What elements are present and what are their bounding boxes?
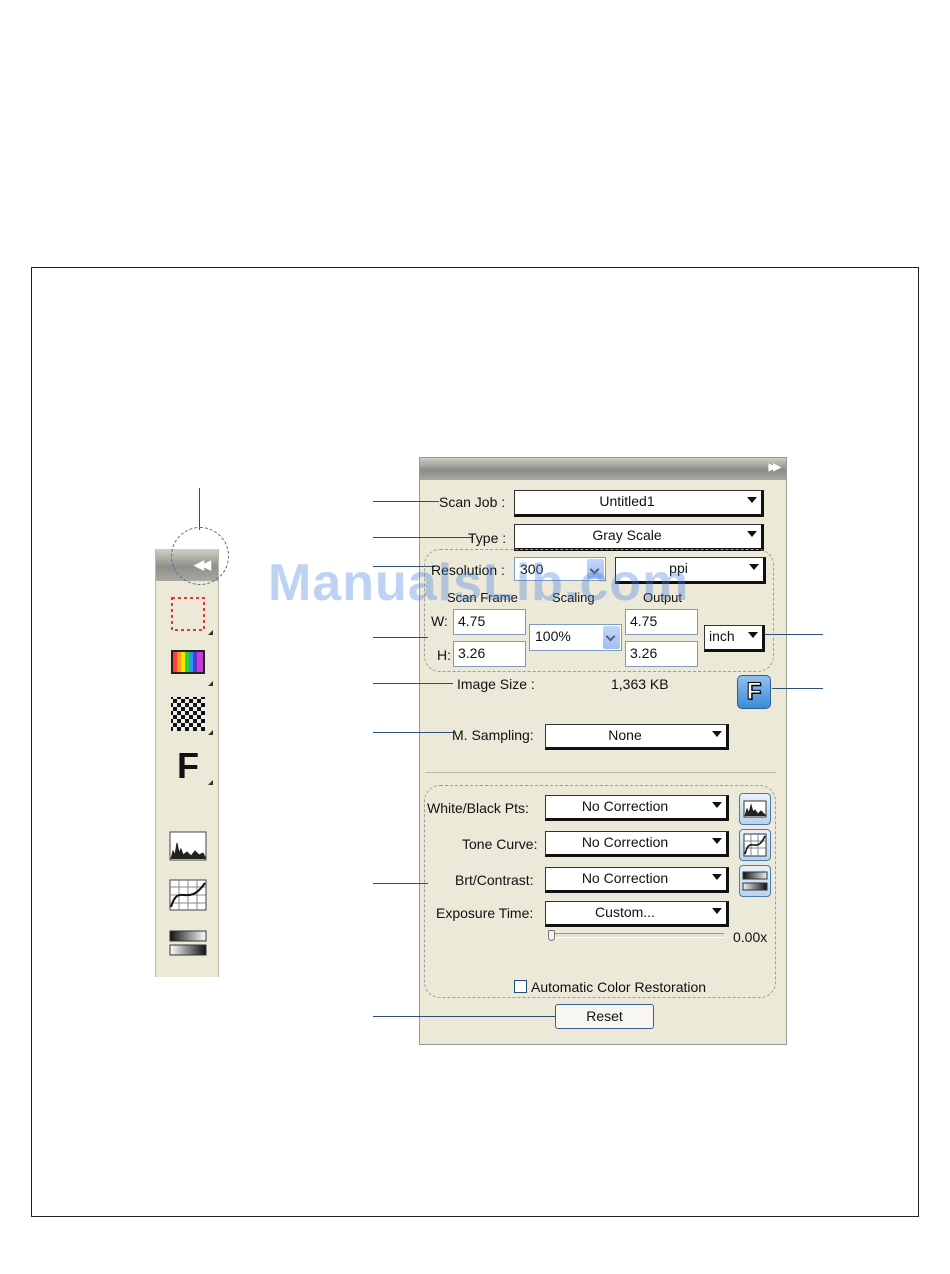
- f-button[interactable]: F: [737, 675, 771, 709]
- unit-value: inch: [709, 628, 735, 644]
- callout-line-unit: [755, 634, 823, 635]
- marquee-icon[interactable]: [169, 595, 213, 635]
- brt-contrast-value: No Correction: [581, 870, 669, 886]
- type-label: Type :: [468, 530, 507, 546]
- callout-circle: [171, 527, 229, 585]
- brt-contrast-button[interactable]: [739, 865, 771, 897]
- exposure-slider-thumb[interactable]: [548, 930, 555, 941]
- chevron-down-icon: [712, 874, 722, 880]
- color-bars-icon[interactable]: [169, 646, 213, 686]
- frame-height-field[interactable]: 3.26: [453, 641, 526, 667]
- unit-dropdown[interactable]: inch: [704, 625, 765, 652]
- chevron-down-icon[interactable]: [603, 626, 620, 649]
- callout-line-frame: [373, 637, 428, 638]
- f-icon[interactable]: F: [169, 745, 213, 786]
- scaling-combo[interactable]: 100%: [529, 624, 622, 651]
- tone-curve-dropdown[interactable]: No Correction: [545, 831, 729, 857]
- white-black-label: White/Black Pts:: [427, 800, 529, 816]
- checker-icon[interactable]: [169, 695, 213, 735]
- scaling-value: 100%: [535, 628, 571, 644]
- callout-line-reset: [373, 1016, 558, 1017]
- figure-frame: [31, 267, 919, 1217]
- chevron-down-icon: [747, 531, 757, 537]
- histogram-icon: [743, 800, 767, 818]
- image-size-value: 1,363 KB: [611, 676, 669, 692]
- panel-options-icon[interactable]: ▶▶: [768, 462, 782, 473]
- tone-curve-icon[interactable]: [169, 879, 207, 917]
- tone-curve-value: No Correction: [581, 834, 669, 850]
- image-size-label: Image Size :: [457, 676, 535, 692]
- callout-line-type: [373, 537, 473, 538]
- auto-color-checkbox[interactable]: [514, 980, 527, 993]
- callout-line-m-sampling: [373, 732, 453, 733]
- callout-line-corrections: [373, 883, 428, 884]
- height-label: H:: [437, 647, 451, 663]
- reset-button[interactable]: Reset: [555, 1004, 654, 1029]
- scaling-label: Scaling: [552, 590, 595, 605]
- histogram-icon[interactable]: [169, 831, 207, 869]
- callout-line-image-size: [373, 683, 453, 684]
- chevron-down-icon: [712, 908, 722, 914]
- chevron-down-icon: [748, 632, 758, 638]
- exposure-dropdown[interactable]: Custom...: [545, 901, 729, 927]
- scan-job-value: Untitled1: [599, 493, 655, 509]
- chevron-down-icon[interactable]: [587, 559, 604, 579]
- resolution-size-group: [424, 549, 774, 672]
- collapsed-toolbar: ◀◀ F: [155, 549, 219, 977]
- callout-line-scan-job: [373, 501, 439, 502]
- callout-line-toolbar-collapse: [199, 488, 200, 530]
- chevron-down-icon: [712, 802, 722, 808]
- output-width-field[interactable]: 4.75: [625, 609, 698, 635]
- width-label: W:: [431, 613, 448, 629]
- panel-title-bar: ▶▶: [420, 458, 786, 480]
- exposure-slider-track[interactable]: [549, 933, 724, 938]
- output-label: Output: [643, 590, 683, 605]
- tone-curve-icon: [743, 833, 767, 857]
- brightness-contrast-icon: [742, 871, 768, 891]
- type-dropdown[interactable]: Gray Scale: [514, 524, 764, 551]
- chevron-down-icon: [747, 497, 757, 503]
- brightness-contrast-icon[interactable]: [169, 930, 207, 968]
- chevron-down-icon: [712, 838, 722, 844]
- exposure-label: Exposure Time:: [436, 905, 534, 921]
- scan-job-label: Scan Job :: [439, 494, 506, 510]
- exposure-readout: 0.00x: [733, 929, 768, 945]
- scan-settings-panel: ▶▶: [419, 457, 787, 1045]
- scan-job-dropdown[interactable]: Untitled1: [514, 490, 764, 517]
- resolution-unit-dropdown[interactable]: ppi: [615, 557, 766, 584]
- auto-color-label: Automatic Color Restoration: [531, 979, 707, 995]
- resolution-value: 300: [520, 561, 544, 577]
- tone-curve-button[interactable]: [739, 829, 771, 861]
- corrections-group: [424, 785, 776, 998]
- tone-curve-label: Tone Curve:: [462, 836, 538, 852]
- resolution-combo[interactable]: 300: [514, 557, 606, 581]
- brt-contrast-label: Brt/Contrast:: [455, 872, 534, 888]
- resolution-label: Resolution :: [431, 562, 505, 578]
- f-icon-glyph: F: [177, 745, 199, 786]
- chevron-down-icon: [712, 731, 722, 737]
- callout-line-f-button: [772, 688, 823, 689]
- resolution-unit-value: ppi: [669, 560, 688, 576]
- chevron-down-icon: [749, 564, 759, 570]
- histogram-button[interactable]: [739, 793, 771, 825]
- white-black-dropdown[interactable]: No Correction: [545, 795, 729, 821]
- frame-width-field[interactable]: 4.75: [453, 609, 526, 635]
- m-sampling-label: M. Sampling:: [452, 727, 534, 743]
- section-divider: [425, 772, 776, 773]
- type-value: Gray Scale: [592, 527, 662, 543]
- watermark-text: ManualsLib.com: [268, 554, 690, 612]
- exposure-value: Custom...: [595, 904, 655, 920]
- brt-contrast-dropdown[interactable]: No Correction: [545, 867, 729, 893]
- output-height-field[interactable]: 3.26: [625, 641, 698, 667]
- scan-frame-label: Scan Frame: [447, 590, 518, 605]
- m-sampling-value: None: [608, 727, 642, 743]
- m-sampling-dropdown[interactable]: None: [545, 724, 729, 750]
- white-black-value: No Correction: [581, 798, 669, 814]
- callout-line-resolution: [373, 566, 435, 567]
